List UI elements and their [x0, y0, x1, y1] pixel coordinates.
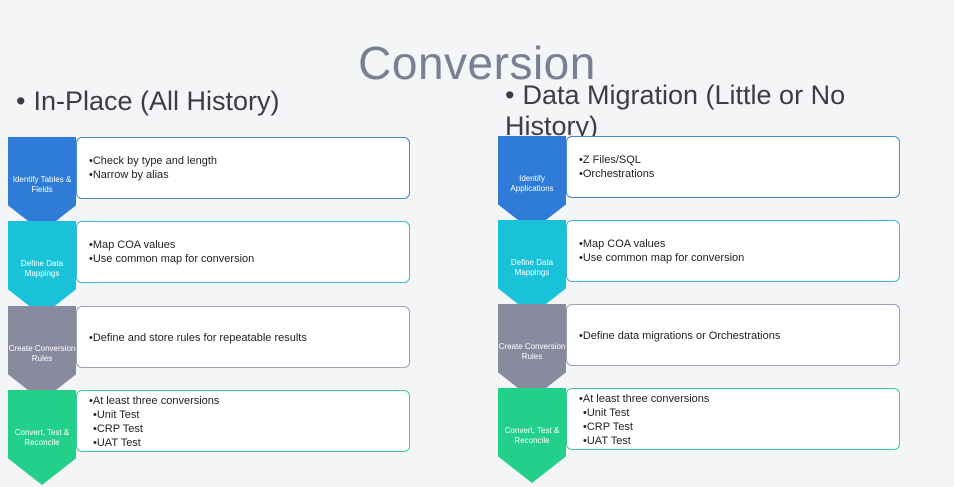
step-box: •Check by type and length •Narrow by ali… — [76, 137, 410, 199]
step-label: Create Conversion Rules — [8, 344, 76, 363]
step-label: Define Data Mappings — [20, 259, 64, 278]
step-line: •Use common map for conversion — [89, 253, 255, 265]
step-line: •At least three conversions — [579, 393, 710, 405]
step-chevron: Identify Tables & Fields — [8, 137, 76, 232]
step-box: •Define and store rules for repeatable r… — [76, 306, 410, 368]
step-label: Create Conversion Rules — [498, 342, 566, 361]
step-line: •Narrow by alias — [89, 169, 169, 181]
step-line: •Use common map for conversion — [579, 252, 745, 264]
step-chevron: Identify Applications — [498, 136, 566, 231]
step-chevron: Convert, Test & Reconcile — [8, 390, 76, 485]
step-box: •At least three conversions •Unit Test •… — [566, 388, 900, 450]
step-line: •Unit Test — [93, 409, 140, 421]
step-line: •Check by type and length — [89, 155, 217, 167]
page-title: Conversion — [358, 37, 596, 89]
step-box: •Define data migrations or Orchestration… — [566, 304, 900, 366]
step-label: Identify Applications — [510, 174, 554, 193]
step-line: •Map COA values — [89, 239, 176, 251]
step-label: Identify Tables & Fields — [12, 175, 72, 194]
step-line: •Orchestrations — [579, 168, 655, 180]
step-line: •Define and store rules for repeatable r… — [89, 332, 307, 344]
step-label: Define Data Mappings — [510, 258, 554, 277]
right-heading-text: Data Migration (Little or No History) — [505, 80, 846, 141]
step-box: •At least three conversions •Unit Test •… — [76, 390, 410, 452]
step-chevron: Create Conversion Rules — [498, 304, 566, 399]
step-line: •Define data migrations or Orchestration… — [579, 330, 781, 342]
left-column-heading: •In-Place (All History) — [16, 86, 280, 116]
step-line: •Unit Test — [583, 407, 630, 419]
right-column-heading: •Data Migration (Little or No History) — [505, 80, 846, 141]
step-chevron: Define Data Mappings — [498, 220, 566, 315]
step-label: Convert, Test & Reconcile — [504, 426, 560, 445]
step-line: •CRP Test — [93, 423, 143, 435]
step-chevron: Convert, Test & Reconcile — [498, 388, 566, 483]
step-line: •Z Files/SQL — [579, 154, 641, 166]
step-chevron: Define Data Mappings — [8, 221, 76, 316]
step-chevron: Create Conversion Rules — [8, 306, 76, 401]
step-line: •UAT Test — [583, 435, 631, 447]
left-heading-text: In-Place (All History) — [33, 86, 280, 116]
step-line: •CRP Test — [583, 421, 633, 433]
step-line: •At least three conversions — [89, 395, 220, 407]
step-box: •Z Files/SQL •Orchestrations — [566, 136, 900, 198]
step-line: •UAT Test — [93, 437, 141, 449]
step-box: •Map COA values •Use common map for conv… — [76, 221, 410, 283]
step-label: Convert, Test & Reconcile — [14, 428, 70, 447]
step-box: •Map COA values •Use common map for conv… — [566, 220, 900, 282]
step-line: •Map COA values — [579, 238, 666, 250]
